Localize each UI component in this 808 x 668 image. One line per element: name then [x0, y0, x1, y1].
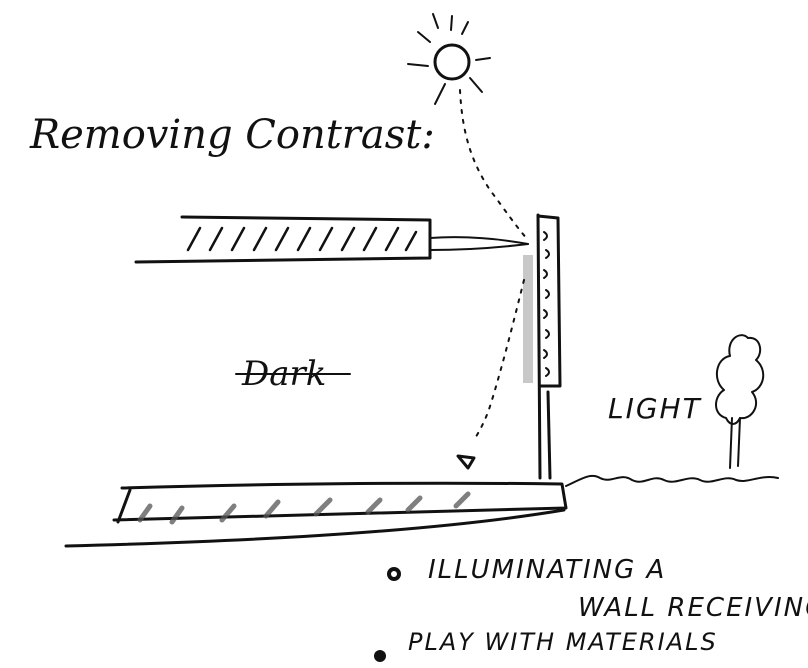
light-label: LIGHT	[608, 392, 702, 425]
canopy	[136, 217, 528, 262]
grass-line	[566, 476, 778, 486]
wall	[523, 215, 560, 478]
sun-icon	[408, 14, 490, 104]
dark-label: Dark	[236, 354, 350, 394]
note-1-line-1: ILLUMINATING A	[428, 555, 666, 585]
page-title: Removing Contrast:	[29, 112, 435, 158]
sun-ray	[460, 90, 528, 240]
ground-slab	[66, 483, 566, 546]
person-icon	[458, 456, 474, 468]
note-1-line-2: WALL RECEIVING	[578, 593, 808, 623]
tree-icon	[716, 335, 763, 468]
note-2: PLAY WITH MATERIALS	[408, 628, 718, 656]
notes-list: ILLUMINATING A WALL RECEIVING PLAY WITH …	[374, 555, 808, 662]
reflected-ray	[474, 280, 524, 440]
